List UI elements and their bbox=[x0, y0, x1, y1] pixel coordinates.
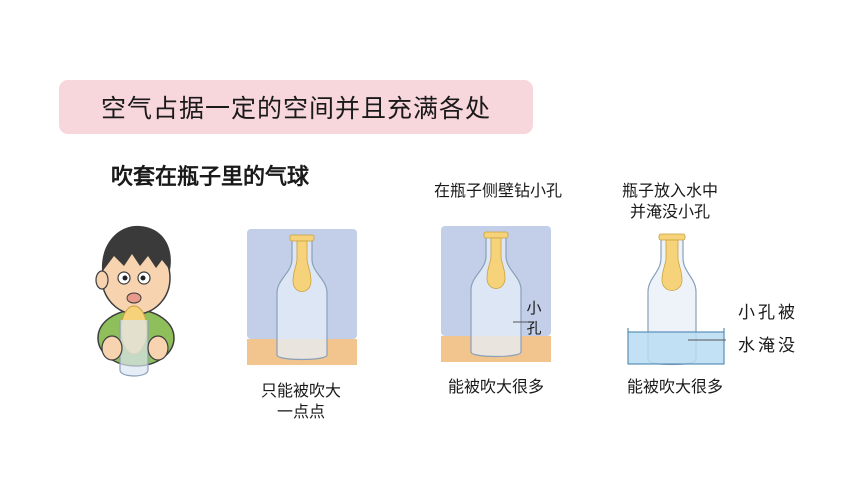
title-banner: 空气占据一定的空间并且充满各处 bbox=[59, 80, 533, 134]
bottle-panel-3 bbox=[627, 233, 726, 366]
panel-3-top-line2: 并淹没小孔 bbox=[629, 202, 710, 221]
panel-3-bottom-label: 能被吹大很多 bbox=[626, 377, 723, 396]
panel-3-top-line1: 瓶子放入水中 bbox=[621, 181, 718, 200]
panel-2-top-label: 在瓶子侧壁钻小孔 bbox=[433, 181, 562, 200]
hole-label-2: 孔 bbox=[526, 319, 542, 337]
bottle-panel-2 bbox=[441, 226, 551, 362]
subtitle: 吹套在瓶子里的气球 bbox=[111, 165, 310, 190]
title-text: 空气占据一定的空间并且充满各处 bbox=[100, 94, 491, 123]
boy-illustration bbox=[95, 225, 175, 377]
panel-2-bottom-label: 能被吹大很多 bbox=[447, 377, 544, 396]
hole-label-1: 小 bbox=[526, 299, 542, 317]
panel-3-top-label: 瓶子放入水中 并淹没小孔 bbox=[600, 180, 740, 222]
bottle-panel-1 bbox=[247, 229, 357, 365]
panel-1-bottom-line2: 一点点 bbox=[276, 402, 325, 421]
panel-1-bottom-line1: 只能被吹大 bbox=[260, 381, 341, 400]
panel-1-bottom-label: 只能被吹大 一点点 bbox=[251, 380, 351, 422]
panel-3-side-label-1: 小孔被 bbox=[738, 303, 798, 323]
panel-3-side-label-2: 水淹没 bbox=[738, 336, 798, 356]
